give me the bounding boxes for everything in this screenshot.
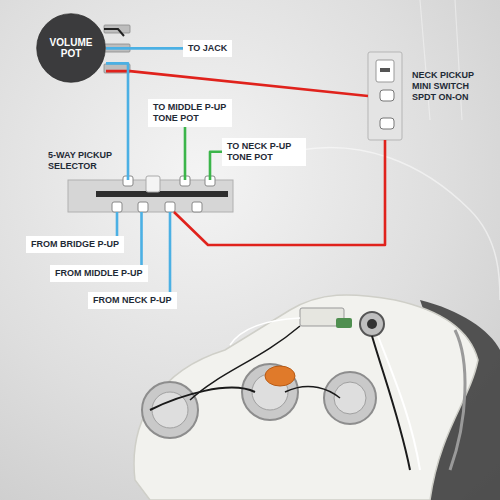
node-label: FROM MIDDLE P-UP — [55, 268, 143, 279]
pickup-label: FROM MIDDLE P-UP — [50, 265, 148, 282]
ground-wire — [104, 29, 124, 36]
pickguard-photo — [134, 295, 500, 500]
wire — [169, 212, 172, 292]
node-label: TO NECK P-UP TONE POT — [227, 141, 301, 163]
node-label: 5-WAY PICKUP SELECTOR — [48, 150, 120, 172]
node-label: TO MIDDLE P-UP TONE POT — [153, 102, 227, 124]
node-label: VOLUME POT — [45, 37, 97, 60]
pot-circle — [37, 14, 106, 83]
mini-switch — [368, 52, 402, 140]
wire — [210, 152, 222, 180]
wire — [140, 212, 143, 265]
neck-outline — [420, 0, 462, 120]
jack-label: TO JACK — [183, 40, 232, 57]
node-label: FROM BRIDGE P-UP — [31, 239, 119, 250]
wire — [184, 127, 187, 180]
wire — [106, 47, 183, 50]
mini-switch: NECK PICKUP MINI SWITCH SPDT ON-ON — [368, 52, 402, 140]
node-label: FROM NECK P-UP — [93, 295, 172, 306]
wire — [116, 212, 119, 236]
wire — [106, 63, 128, 180]
tone-pot-label: TO MIDDLE P-UP TONE POT — [148, 99, 232, 127]
pickup-selector: 5-WAY PICKUP SELECTOR — [68, 180, 233, 212]
volume-pot: VOLUME POT — [36, 13, 106, 83]
pickup-label: FROM NECK P-UP — [88, 292, 177, 309]
selector-switch — [68, 176, 233, 212]
node-label: NECK PICKUP MINI SWITCH SPDT ON-ON — [412, 70, 486, 102]
tone-pot-label: TO NECK P-UP TONE POT — [222, 138, 306, 166]
body-outline — [300, 148, 500, 301]
node-label: TO JACK — [188, 43, 227, 54]
wire — [106, 71, 368, 96]
pickup-label: FROM BRIDGE P-UP — [26, 236, 124, 253]
